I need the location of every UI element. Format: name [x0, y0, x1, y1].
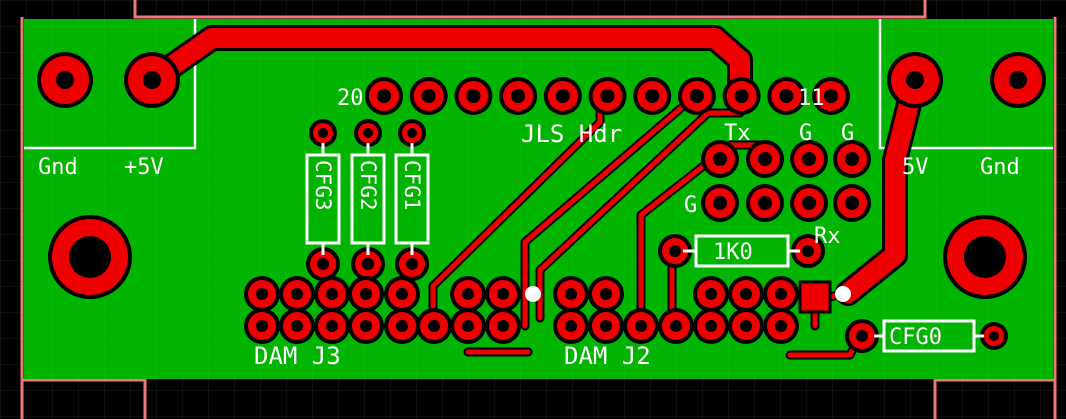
power-pad-5v-left-drill — [143, 71, 161, 89]
fiducial-mark — [525, 286, 541, 302]
label-cfg1: CFG1 — [400, 160, 424, 211]
dam-j3-pad-drill — [360, 320, 372, 332]
serial-header-pad-drill — [713, 152, 727, 166]
power-pad-gnd-right-drill — [1009, 71, 1027, 89]
power-pad-5v-right-drill — [906, 71, 924, 89]
dam-j3-pad-drill — [497, 320, 509, 332]
dam-j3-pad-drill — [396, 320, 408, 332]
label-5v-left: +5V — [124, 155, 164, 180]
dam-j2-pad-drill — [565, 320, 577, 332]
dam-j2-pad-drill — [635, 320, 647, 332]
serial-header-pad-drill — [758, 196, 772, 210]
fiducial-mark — [835, 286, 851, 302]
label-jls-hdr: JLS Hdr — [521, 120, 622, 148]
silk-leads — [321, 143, 984, 338]
dam-j2-pad-drill — [740, 288, 752, 300]
serial-header-pad-drill — [802, 196, 816, 210]
label-rx: Rx — [814, 224, 841, 249]
cfg-pad-top-drill — [407, 128, 417, 138]
jls-header-pad-drill — [645, 89, 660, 103]
jls-header-pad-drill — [600, 89, 615, 103]
label-g-left: G — [684, 193, 697, 218]
jls-header-pad-drill — [466, 89, 481, 103]
label-gnd-right: Gnd — [980, 155, 1020, 180]
dam-j3-pad-drill — [396, 288, 408, 300]
dam-j2-pad-drill — [775, 320, 787, 332]
dam-j2-pad-drill — [600, 288, 612, 300]
dam-j3-pad-drill — [462, 288, 474, 300]
jls-header-pad-drill — [555, 89, 570, 103]
label-pin-11: 11 — [798, 86, 825, 111]
square-pad — [798, 280, 832, 314]
jls-header-pad-drill — [421, 89, 436, 103]
dam-j2-pad-drill — [740, 320, 752, 332]
cfg-pad-bottom-drill — [362, 258, 374, 270]
dam-j3-pad-drill — [360, 288, 372, 300]
jls-header-pad-drill — [689, 89, 704, 103]
dam-j3-pad-drill — [326, 288, 338, 300]
serial-header-pad-drill — [758, 152, 772, 166]
dam-j2-pad-drill — [775, 288, 787, 300]
dam-j3-pad-drill — [256, 320, 268, 332]
pads — [37, 52, 1046, 353]
r1k0-pad-left-drill — [669, 245, 681, 257]
cfg-pad-bottom-drill — [406, 258, 418, 270]
label-dam-j3: DAM J3 — [254, 342, 341, 370]
jls-header-pad-drill — [511, 89, 526, 103]
dam-j3-pad-drill — [497, 288, 509, 300]
dam-j2-pad-drill — [600, 320, 612, 332]
dam-j2-pad-drill — [670, 320, 682, 332]
cfg-pad-top-drill — [363, 128, 373, 138]
serial-header-pad-drill — [713, 196, 727, 210]
cfg0-pad-left-drill — [856, 330, 868, 342]
serial-header-pad-drill — [845, 196, 859, 210]
label-5v-right: 5V — [902, 155, 929, 180]
mounting-hole-left-drill — [69, 236, 111, 278]
dam-j3-pad-drill — [291, 288, 303, 300]
serial-header-pad-drill — [802, 152, 816, 166]
jls-header-pad-drill — [824, 89, 838, 103]
label-g-1: G — [799, 121, 812, 146]
dam-j3-pad-drill — [291, 320, 303, 332]
dam-j2-pad-drill — [705, 320, 717, 332]
label-cfg0: CFG0 — [889, 325, 942, 350]
dam-j2-pad-drill — [565, 288, 577, 300]
power-pad-gnd-left-drill — [56, 71, 74, 89]
jls-header-pad-drill — [377, 89, 391, 103]
dam-j3-pad-drill — [256, 288, 268, 300]
r1k0-pad-right-drill — [802, 245, 814, 257]
cfg-pad-bottom-drill — [317, 258, 329, 270]
jls-header-pad-drill — [779, 89, 794, 103]
cfg2-body — [350, 153, 386, 245]
dam-j3-pad-drill — [462, 320, 474, 332]
cfg-pad-top-drill — [318, 128, 328, 138]
label-dam-j2: DAM J2 — [564, 342, 651, 370]
dam-j3-pad-drill — [428, 320, 440, 332]
board-outline — [20, 0, 1057, 419]
serial-header-pad-drill — [845, 152, 859, 166]
silk-labels: Gnd +5V 20 11 JLS Hdr Tx G G G Rx 1K0 CF… — [38, 86, 1020, 370]
jls-header-pad-drill — [734, 89, 749, 103]
label-cfg2: CFG2 — [356, 160, 380, 211]
label-tx: Tx — [724, 121, 751, 146]
label-cfg3: CFG3 — [311, 160, 335, 211]
label-1k0: 1K0 — [713, 240, 753, 265]
cfg0-pad-right-drill — [989, 331, 999, 341]
label-g-2: G — [841, 121, 854, 146]
dam-j2-pad-drill — [705, 288, 717, 300]
dam-j3-pad-drill — [326, 320, 338, 332]
label-gnd-left: Gnd — [38, 155, 78, 180]
label-pin-20: 20 — [337, 86, 364, 111]
mounting-hole-right-drill — [964, 236, 1006, 278]
